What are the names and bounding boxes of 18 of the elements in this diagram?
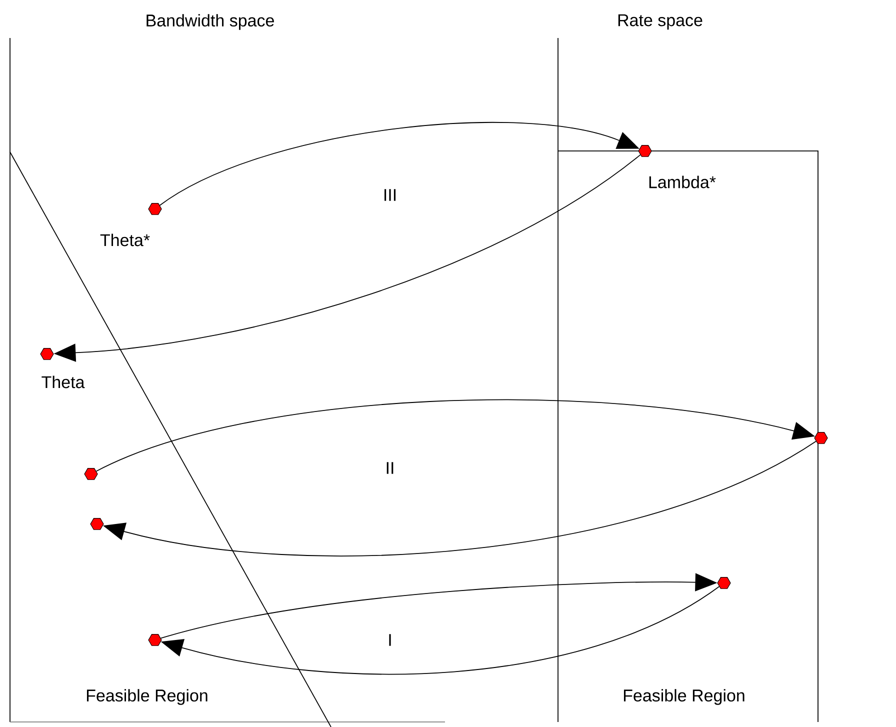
region-label: I — [389, 634, 391, 646]
point-label: Lambda* — [649, 176, 716, 188]
region-label: Bandwidth space — [146, 14, 274, 30]
region-label: Feasible Region — [624, 689, 744, 705]
region-label: Feasible Region — [86, 689, 208, 705]
point-label: Theta* — [100, 234, 150, 246]
point-marker — [148, 203, 162, 215]
point-marker — [717, 577, 731, 589]
region-label: Rate space — [618, 14, 702, 30]
point-marker — [814, 432, 828, 444]
point-marker — [84, 468, 98, 480]
point-marker — [638, 145, 652, 157]
point-marker — [40, 348, 54, 360]
region-label: III — [384, 189, 396, 201]
point-marker — [148, 634, 162, 646]
point-label: Theta — [42, 376, 85, 388]
region-label: II — [386, 462, 394, 474]
point-marker — [90, 518, 104, 530]
